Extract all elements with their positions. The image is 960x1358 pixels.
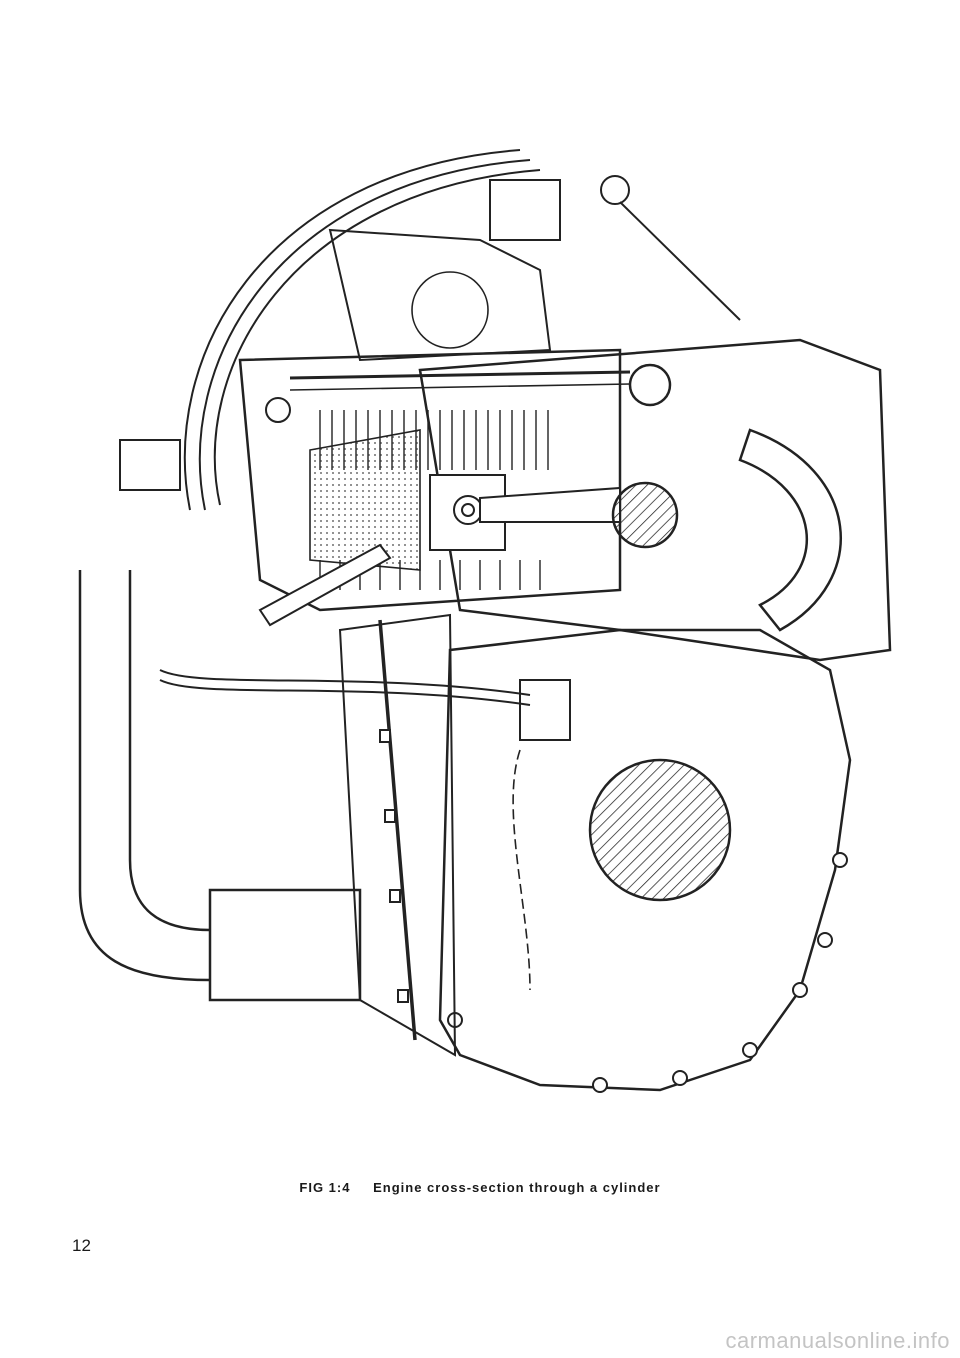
- fuel-pump: [519, 679, 571, 741]
- fuel-return-pipe: [512, 749, 531, 991]
- cylinder-head: [238, 348, 622, 612]
- engine-cross-section-illustration: [60, 110, 940, 1110]
- heater-duct: [119, 439, 181, 491]
- cooling-air-duct: [328, 228, 552, 362]
- pushrod: [289, 370, 631, 380]
- camshaft: [628, 363, 672, 407]
- crankpin: [611, 481, 679, 549]
- figure-title: Engine cross-section through a cylinder: [373, 1180, 661, 1195]
- clutch-housing-section: [588, 758, 732, 902]
- watermark: carmanualsonline.info: [725, 1328, 950, 1353]
- exhaust-pipe: [78, 570, 211, 982]
- distributor: [489, 179, 561, 241]
- silencer: [208, 888, 362, 1002]
- fuel-line: [159, 669, 531, 696]
- crankcase: [418, 338, 892, 662]
- spark-plug: [258, 543, 392, 627]
- figure-number: FIG 1:4: [299, 1180, 351, 1195]
- combustion-chamber: [309, 429, 421, 571]
- housing-bolt-holes: [447, 852, 848, 1093]
- panel-edge: [378, 619, 417, 1041]
- ht-leads: [183, 149, 521, 511]
- page-number: 12: [72, 1236, 91, 1255]
- rocker-bearing: [265, 397, 291, 423]
- crank-counterweight: [738, 428, 842, 632]
- panel-bolts: [379, 729, 409, 1003]
- dipstick-ring: [600, 175, 630, 205]
- engine-panel: [338, 613, 457, 1057]
- figure-caption: FIG 1:4 Engine cross-section through a c…: [0, 1180, 960, 1195]
